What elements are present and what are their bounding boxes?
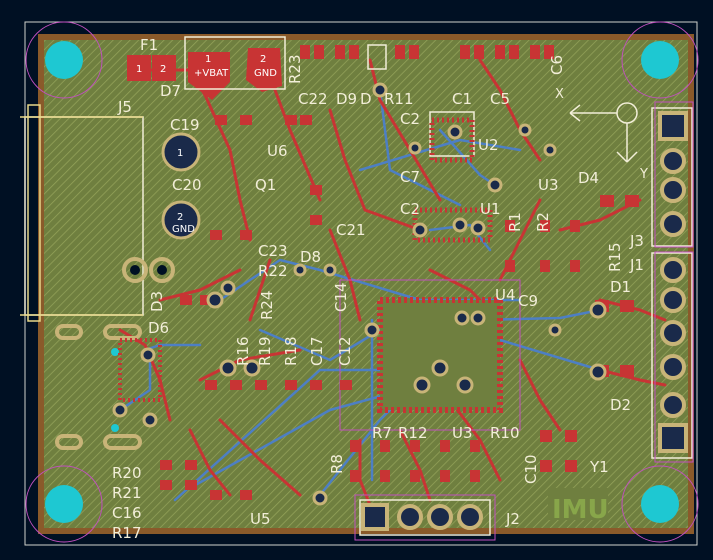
label-d1: D1 bbox=[610, 278, 631, 296]
label-c16: C16 bbox=[112, 504, 142, 522]
label-c19: C19 bbox=[170, 116, 200, 134]
label-u6: U6 bbox=[267, 142, 288, 160]
label-u2: U2 bbox=[478, 136, 499, 154]
label-c17: C17 bbox=[308, 336, 326, 366]
label-u3b: U3 bbox=[452, 424, 473, 442]
label-u4: U4 bbox=[495, 286, 516, 304]
label-r2: R2 bbox=[534, 212, 552, 232]
label-d4: D4 bbox=[578, 169, 599, 187]
label-d9: D9 bbox=[336, 90, 357, 108]
mounting-hole-top-right[interactable] bbox=[621, 21, 699, 99]
c20-pad-name: GND bbox=[172, 224, 195, 235]
axis-x-mark: X bbox=[555, 87, 564, 102]
label-r19: R19 bbox=[256, 336, 274, 366]
vbat-pad-number: 1 bbox=[205, 54, 211, 65]
mounting-hole-bottom-left[interactable] bbox=[25, 465, 103, 543]
label-f1: F1 bbox=[140, 36, 158, 54]
mounting-hole-top-left[interactable] bbox=[25, 21, 103, 99]
usb-side-slot-pads bbox=[55, 324, 142, 450]
label-r7: R7 bbox=[372, 424, 392, 442]
label-j3: J3 bbox=[629, 232, 644, 250]
label-c6: C6 bbox=[548, 55, 566, 75]
c20-pad-number: 2 bbox=[177, 212, 183, 223]
header-j3[interactable] bbox=[658, 111, 688, 237]
f1-pad-2-number: 2 bbox=[160, 64, 166, 75]
label-d7: D7 bbox=[160, 82, 181, 100]
capacitor-c20[interactable]: 2 GND bbox=[161, 200, 201, 240]
imu-logo: IMU bbox=[548, 488, 609, 525]
label-r10: R10 bbox=[490, 424, 520, 442]
f1-pad-1-number: 1 bbox=[136, 64, 142, 75]
label-u1: U1 bbox=[480, 200, 501, 218]
mounting-hole-bottom-right[interactable] bbox=[621, 465, 699, 543]
label-r1: R1 bbox=[506, 212, 524, 232]
label-d-top: D bbox=[360, 90, 372, 108]
axis-y-mark: Y bbox=[639, 167, 648, 182]
label-c21: C21 bbox=[336, 221, 366, 239]
label-c9: C9 bbox=[518, 292, 538, 310]
f1-pad-2[interactable] bbox=[152, 55, 176, 81]
label-r12: R12 bbox=[398, 424, 428, 442]
f1-pad-1[interactable] bbox=[127, 55, 151, 81]
header-j2[interactable] bbox=[361, 503, 483, 531]
gnd-pad-name: GND bbox=[254, 68, 277, 79]
ic-u2[interactable] bbox=[429, 117, 475, 163]
capacitor-c19[interactable]: 1 bbox=[161, 132, 201, 172]
label-c7: C7 bbox=[400, 168, 420, 186]
label-j1: J1 bbox=[629, 256, 644, 274]
label-r11: R11 bbox=[384, 90, 414, 108]
gnd-copper-pad[interactable] bbox=[246, 48, 282, 92]
label-j5: J5 bbox=[117, 98, 132, 116]
label-c14: C14 bbox=[332, 282, 350, 312]
label-r23: R23 bbox=[286, 54, 304, 84]
label-c22: C22 bbox=[298, 90, 328, 108]
label-u5: U5 bbox=[250, 510, 271, 528]
label-c5: C5 bbox=[490, 90, 510, 108]
label-c23: C23 bbox=[258, 242, 288, 260]
label-y1: Y1 bbox=[589, 458, 609, 476]
label-r20: R20 bbox=[112, 464, 142, 482]
label-r16: R16 bbox=[234, 336, 252, 366]
label-r24: R24 bbox=[258, 290, 276, 320]
label-r8: R8 bbox=[328, 454, 346, 474]
label-c20: C20 bbox=[172, 176, 202, 194]
label-c1: C1 bbox=[452, 90, 472, 108]
label-d2: D2 bbox=[610, 396, 631, 414]
label-u3: U3 bbox=[538, 176, 559, 194]
reference-designators: F1 D7 J5 C19 C20 U6 Q1 C22 D9 D R11 R23 … bbox=[112, 36, 644, 542]
label-r15: R15 bbox=[606, 242, 624, 272]
vias bbox=[112, 82, 607, 506]
vbat-pad-name: +VBAT bbox=[194, 68, 229, 79]
label-c10: C10 bbox=[522, 454, 540, 484]
origin-marker bbox=[569, 102, 638, 163]
label-d6: D6 bbox=[148, 319, 169, 337]
courtyard-outlines bbox=[339, 101, 694, 541]
imu-logo-text: IMU bbox=[552, 495, 609, 525]
label-r21: R21 bbox=[112, 484, 142, 502]
j5-usb-connector[interactable] bbox=[122, 257, 175, 283]
label-r22: R22 bbox=[258, 262, 288, 280]
silkscreen-outlines bbox=[20, 36, 693, 536]
vbat-copper-pad[interactable] bbox=[188, 52, 230, 100]
label-d3: D3 bbox=[148, 291, 166, 312]
header-j1[interactable] bbox=[658, 257, 688, 453]
c19-pad-number: 1 bbox=[177, 148, 183, 159]
label-c2b: C2 bbox=[400, 200, 420, 218]
label-c12: C12 bbox=[336, 336, 354, 366]
label-q1: Q1 bbox=[255, 176, 276, 194]
label-r18: R18 bbox=[282, 336, 300, 366]
label-j2: J2 bbox=[505, 510, 520, 528]
gnd-pad-number: 2 bbox=[260, 54, 266, 65]
label-d8: D8 bbox=[300, 248, 321, 266]
label-c2: C2 bbox=[400, 110, 420, 128]
label-r17: R17 bbox=[112, 524, 142, 542]
